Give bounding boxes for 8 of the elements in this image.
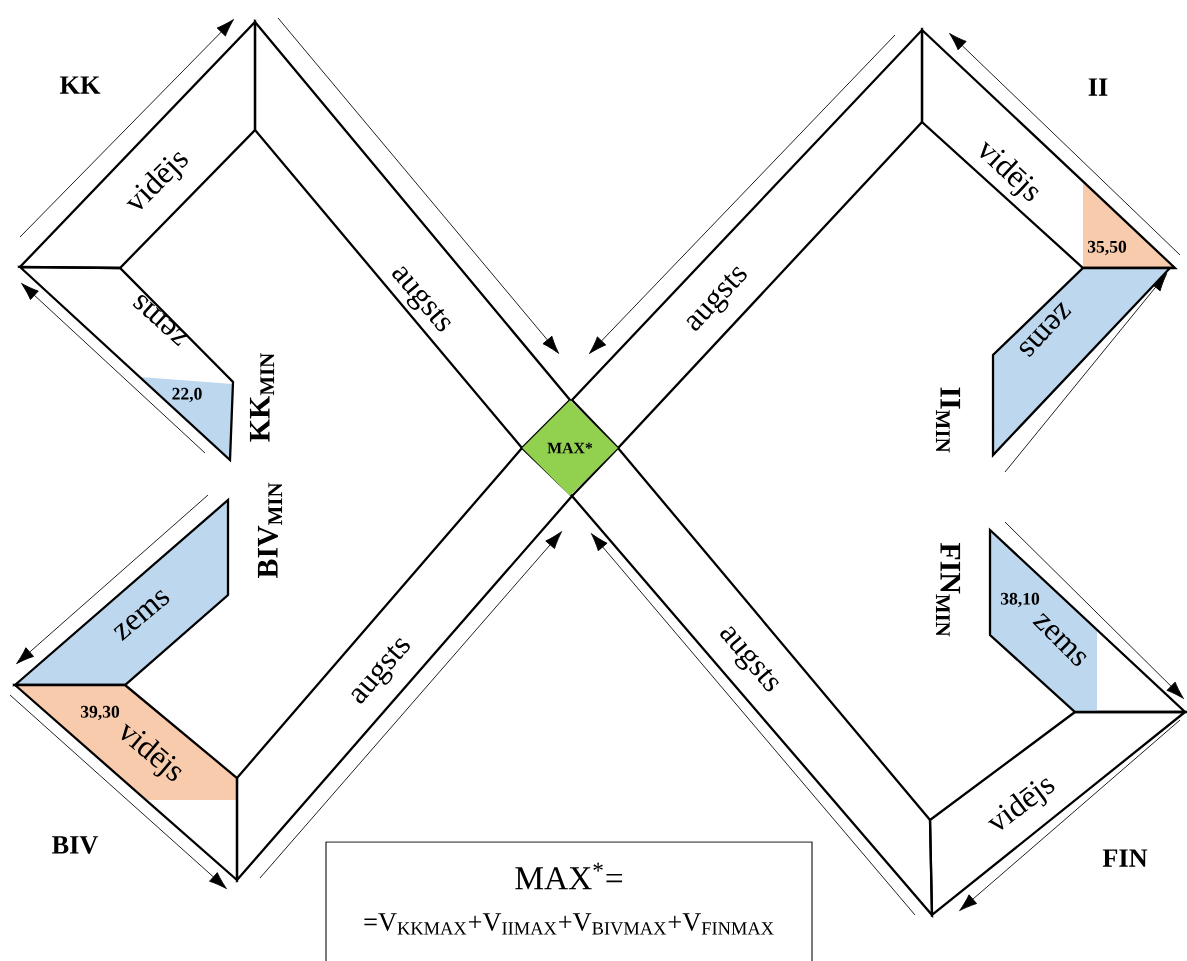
quadrant-label: KK: [59, 76, 101, 94]
quadrant-label: FIN$_{MIN}$: [935, 542, 961, 637]
formula-box: MAX$^{*}$= =V$_{KKMAX}$+V$_{IIMAX}$+V$_{BIVMAX}$+V$_{FINMAX}$: [325, 841, 813, 961]
quadrant-label: FIN: [1102, 849, 1148, 867]
quadrant-label: BIV: [52, 836, 99, 854]
quadrant-label: BIV$_{MIN}$: [257, 482, 283, 578]
quadrant-label: II: [1088, 78, 1108, 96]
quadrant-label: II$_{MIN}$: [935, 387, 961, 453]
